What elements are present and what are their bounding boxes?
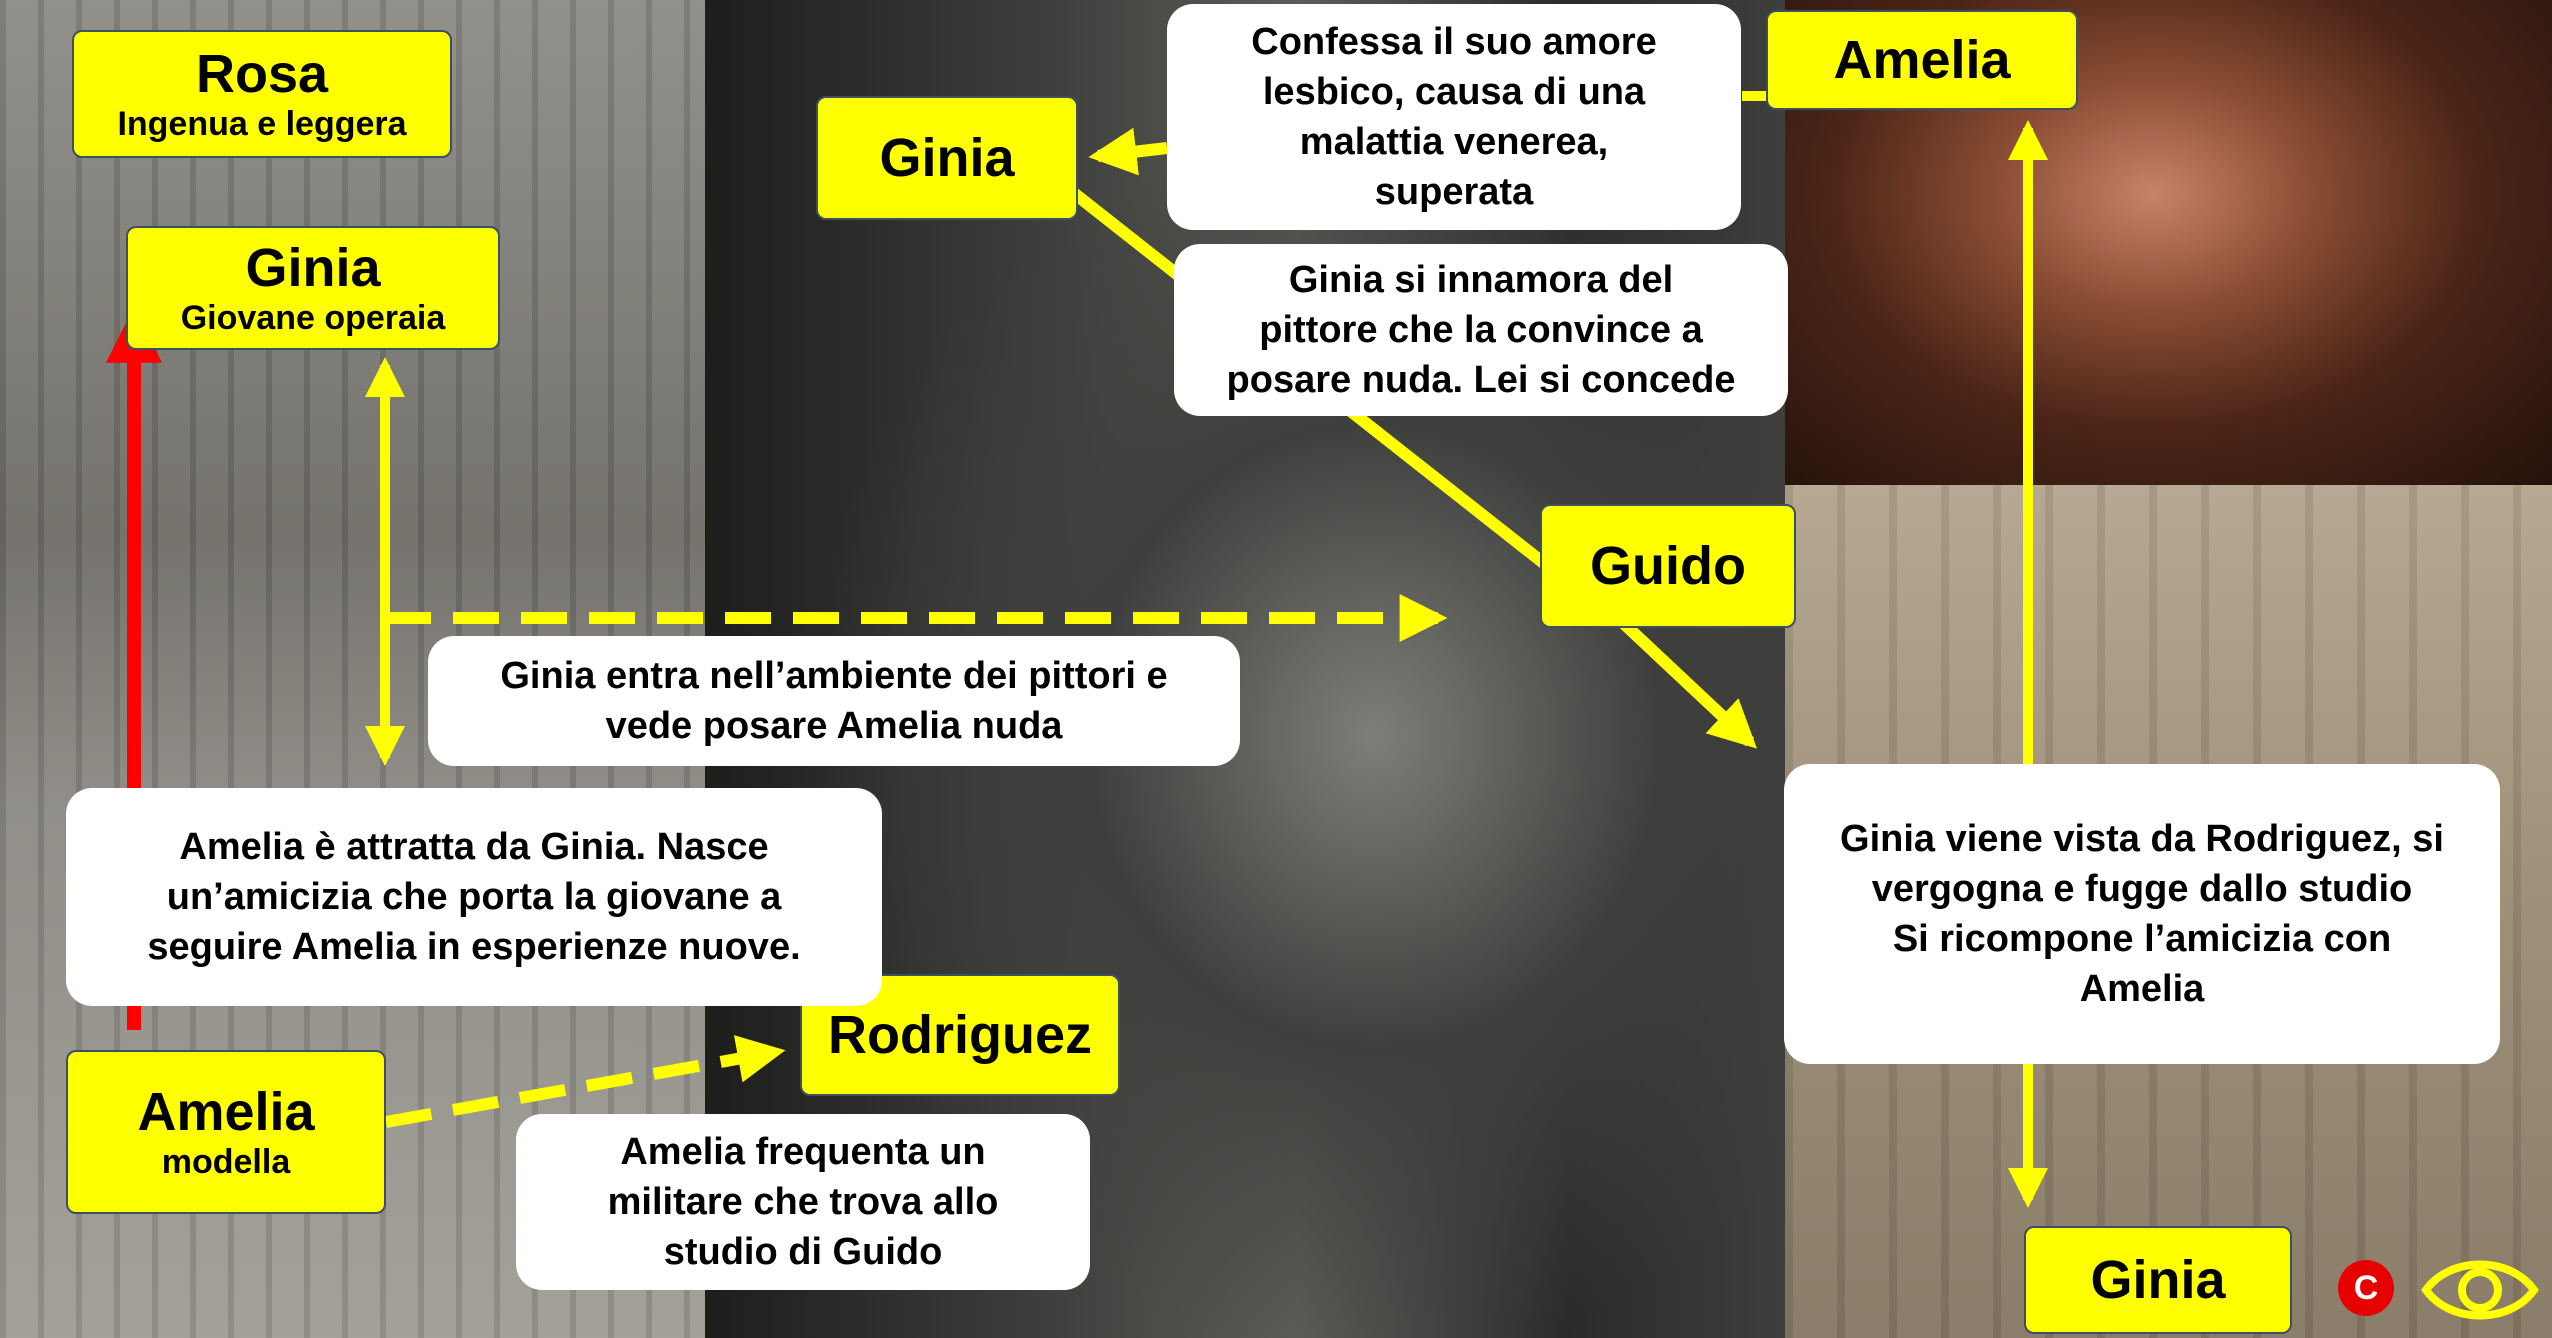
label-rosa-role: Ingenua e leggera bbox=[117, 105, 407, 143]
c-badge[interactable]: C bbox=[2338, 1260, 2394, 1316]
bubble-vista: Ginia viene vista da Rodriguez, si vergo… bbox=[1784, 764, 2500, 1064]
label-amelia-right: Amelia bbox=[1766, 10, 2078, 110]
arrow-confessa-to-ginia bbox=[1088, 127, 1168, 176]
label-guido-name: Guido bbox=[1590, 536, 1746, 596]
label-amelia-left-name: Amelia bbox=[137, 1082, 315, 1142]
bubble-entra-text: Ginia entra nell’ambiente dei pittori e … bbox=[500, 655, 1168, 747]
arrow-dashed-amelia-to-rodriguez bbox=[384, 1035, 786, 1128]
bubble-confessa: Confessa il suo amore lesbico, causa di … bbox=[1167, 4, 1741, 230]
eye-icon[interactable] bbox=[2420, 1250, 2540, 1330]
label-guido: Guido bbox=[1540, 504, 1796, 628]
label-ginia-center-name: Ginia bbox=[879, 128, 1015, 188]
label-amelia-left-role: modella bbox=[161, 1143, 291, 1181]
label-rodriguez-name: Rodriguez bbox=[828, 1005, 1092, 1065]
label-ginia-top-role: Giovane operaia bbox=[180, 299, 446, 337]
label-ginia-bottom-right-name: Ginia bbox=[2090, 1250, 2226, 1310]
bubble-attratta-text: Amelia è attratta da Ginia. Nasce un’ami… bbox=[147, 826, 801, 968]
bubble-attratta: Amelia è attratta da Ginia. Nasce un’ami… bbox=[66, 788, 882, 1006]
bubble-innamora: Ginia si innamora del pittore che la con… bbox=[1174, 244, 1788, 416]
label-amelia-right-name: Amelia bbox=[1833, 30, 2011, 90]
bubble-confessa-text: Confessa il suo amore lesbico, causa di … bbox=[1251, 21, 1657, 213]
bubble-frequenta: Amelia frequenta un militare che trova a… bbox=[516, 1114, 1090, 1290]
arrow-guido-to-ginia-right bbox=[1615, 615, 1758, 749]
bubble-entra: Ginia entra nell’ambiente dei pittori e … bbox=[428, 636, 1240, 766]
label-rodriguez: Rodriguez bbox=[800, 974, 1120, 1096]
label-amelia-left: Amelia modella bbox=[66, 1050, 386, 1214]
label-rosa-name: Rosa bbox=[195, 44, 329, 104]
bubble-vista-text: Ginia viene vista da Rodriguez, si vergo… bbox=[1840, 818, 2444, 1010]
label-ginia-top: Ginia Giovane operaia bbox=[126, 226, 500, 350]
label-ginia-bottom-right: Ginia bbox=[2024, 1226, 2292, 1334]
label-rosa: Rosa Ingenua e leggera bbox=[72, 30, 452, 158]
label-ginia-center: Ginia bbox=[816, 96, 1078, 220]
bubble-innamora-text: Ginia si innamora del pittore che la con… bbox=[1226, 259, 1736, 401]
bubble-frequenta-text: Amelia frequenta un militare che trova a… bbox=[607, 1131, 999, 1273]
label-ginia-top-name: Ginia bbox=[245, 238, 381, 298]
